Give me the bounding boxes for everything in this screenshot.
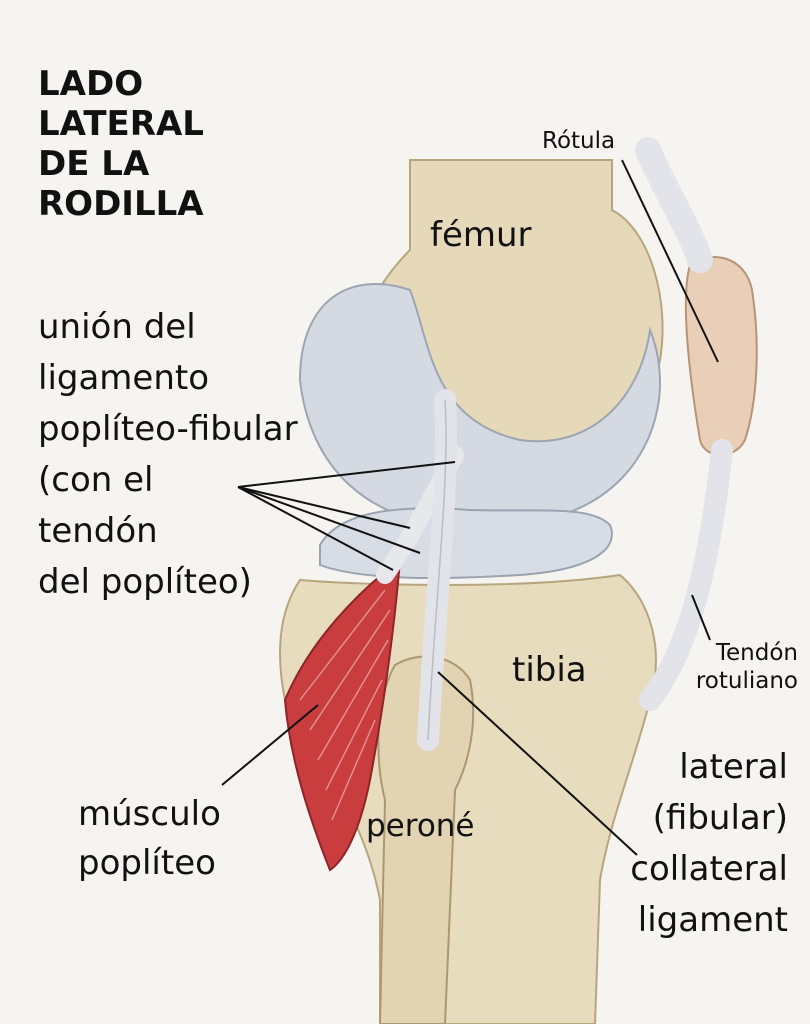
patellar-tendon — [639, 439, 733, 711]
quadriceps-tendon — [635, 137, 713, 273]
tendon-rotuliano-line-1: Tendón — [715, 640, 798, 666]
tendon-rotuliano-line-2: rotuliano — [695, 667, 798, 694]
union-line-1: unión del — [38, 307, 196, 347]
leader-lines — [221, 159, 719, 856]
title-line-2: LATERAL — [38, 104, 204, 145]
patella — [684, 256, 758, 456]
leader-union-1 — [237, 461, 456, 488]
label-tendon-rotuliano: Tendón rotuliano — [696, 640, 798, 695]
leader-union-3 — [237, 486, 421, 554]
title-line-1: LADO — [38, 64, 144, 104]
leader-union-4 — [237, 486, 394, 571]
union-line-3: poplíteo-fibular — [38, 409, 298, 449]
lcl-line-1: lateral — [679, 747, 788, 787]
label-femur: fémur — [430, 215, 532, 255]
label-lateral-collateral-ligament: lateral (fibular) collateral ligament — [630, 742, 788, 946]
title-line-4: RODILLA — [38, 184, 204, 225]
label-musculo-popliteo: músculo poplíteo — [78, 790, 221, 889]
union-line-5: tendón — [38, 511, 158, 551]
label-union-ligamento: unión del ligamento poplíteo-fibular (co… — [38, 302, 298, 608]
leader-union-2 — [237, 486, 411, 529]
union-line-6: del poplíteo) — [38, 562, 252, 602]
musculo-line-1: músculo — [78, 794, 221, 834]
page-title: LADO LATERAL DE LA RODILLA — [38, 64, 204, 224]
leader-rotula — [621, 159, 719, 363]
leader-tendon-rotuliano — [691, 594, 711, 641]
lcl-line-2: (fibular) — [652, 798, 788, 838]
meniscus — [319, 507, 613, 579]
title-line-3: DE LA — [38, 144, 150, 185]
union-line-4: (con el — [38, 460, 154, 500]
label-rotula: Rótula — [542, 128, 616, 154]
label-tibia: tibia — [512, 650, 587, 690]
leader-musculo — [221, 704, 319, 786]
leader-lcl — [437, 671, 638, 856]
label-perone: peroné — [366, 808, 475, 844]
union-line-2: ligamento — [38, 358, 210, 398]
lcl-line-4: ligament — [637, 900, 788, 940]
lcl-line-3: collateral — [630, 849, 788, 889]
musculo-line-2: poplíteo — [78, 843, 216, 884]
